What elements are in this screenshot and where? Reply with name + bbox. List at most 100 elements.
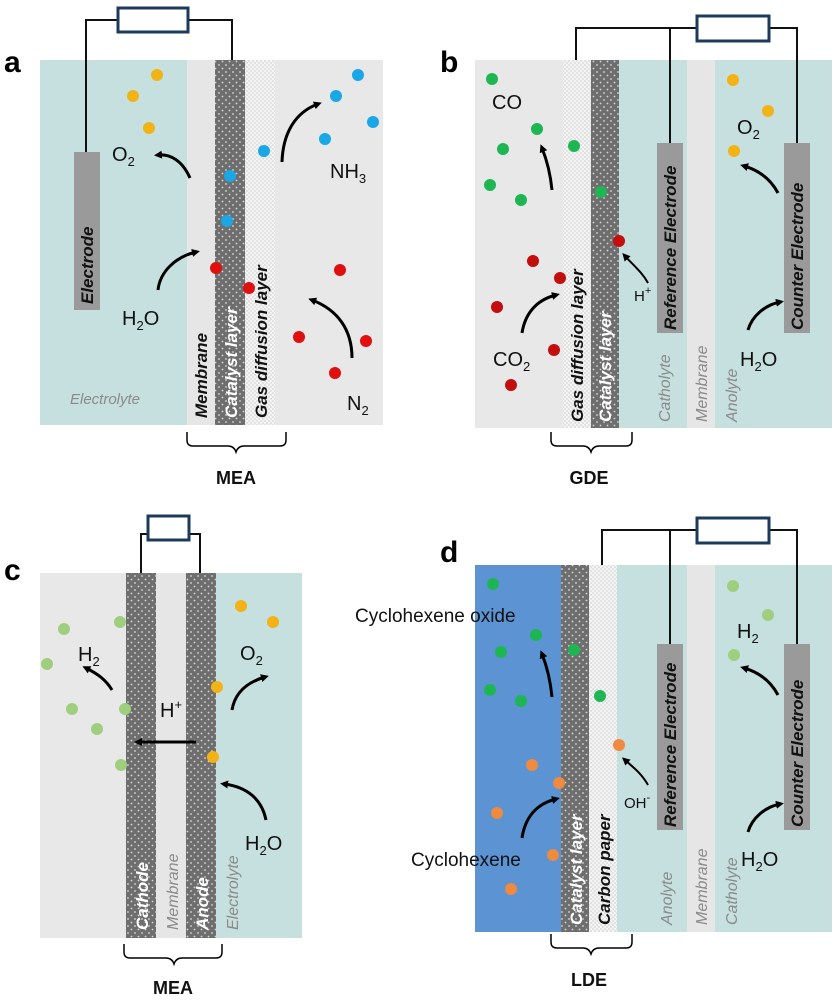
h2-molecule [66, 703, 78, 715]
co-molecule [497, 143, 509, 155]
h2-molecule [114, 616, 126, 628]
panel-d: d Reference Electrode Counter Electrode … [355, 516, 832, 990]
panel-d-cyclohexene-oxide-label: Cyclohexene oxide [355, 606, 516, 627]
panel-b-h2o-label: H2O [740, 349, 777, 374]
h2-molecule [728, 649, 740, 661]
panel-b-o2-label: O2 [737, 117, 760, 142]
panel-b-co2-label: CO2 [493, 349, 530, 374]
panel-a-membrane [187, 60, 215, 425]
panel-c-o2-label: O2 [240, 643, 263, 668]
panel-a-letter: a [4, 46, 21, 79]
h2-molecule [727, 580, 739, 592]
panel-a-nh3-label: NH3 [330, 161, 366, 186]
cyclohexene-molecule [526, 759, 538, 771]
panel-d-h2o-label: H2O [741, 849, 778, 874]
o2-molecule [728, 145, 740, 157]
panel-c-cathode [126, 573, 156, 938]
cyclohexene-oxide-molecule [515, 695, 527, 707]
arrow [154, 150, 192, 179]
cyclohexene-oxide-molecule [484, 684, 496, 696]
panel-d-catholyte-region [715, 565, 832, 932]
cyclohexene-molecule [491, 807, 503, 819]
nh3-molecule [224, 170, 236, 182]
arrow [280, 101, 322, 163]
arrow [520, 292, 560, 334]
panel-c-electrolyte-region [216, 573, 302, 938]
h2-molecule [115, 759, 127, 771]
h2-molecule [762, 609, 774, 621]
panel-b-membrane [687, 60, 715, 428]
arrow [746, 800, 784, 833]
panel-c-resistor [146, 514, 191, 542]
panel-d-membrane [687, 565, 715, 932]
panel-b-letter: b [440, 46, 458, 79]
panel-a-gdl-label: Gas diffusion layer [252, 264, 271, 418]
co-molecule [531, 123, 543, 135]
panel-c-membrane [156, 573, 186, 938]
arrow [621, 757, 649, 786]
co-molecule [484, 179, 496, 191]
co-molecule [515, 194, 527, 206]
panel-c-h2o-label: H2O [245, 833, 282, 858]
panel-b-reference-label: Reference Electrode [661, 166, 680, 330]
nh3-molecule [319, 133, 331, 145]
panel-a-bracket-label: MEA [216, 468, 256, 488]
nh3-molecule [221, 215, 233, 227]
panel-a-n2-label: N2 [347, 393, 369, 418]
o2-molecule [207, 751, 219, 763]
panel-b-wire [575, 27, 798, 143]
co2-molecule [505, 379, 517, 391]
panel-c-membrane-label: Membrane [165, 853, 182, 930]
co-molecule [486, 73, 498, 85]
panel-b-gas-diffusion-layer [563, 60, 591, 428]
arrow [622, 253, 649, 284]
panel-c-bracket [123, 944, 223, 967]
panel-d-membrane-label: Membrane [694, 848, 711, 925]
panel-a: a Electrode Electrolyte Membrane Catalys… [4, 6, 383, 488]
panel-d-wire [601, 529, 798, 644]
cyclohexene-oxide-molecule [568, 644, 580, 656]
o2-molecule [267, 616, 279, 628]
panel-c-electrolyte-label: Electrolyte [225, 855, 242, 930]
panel-b-bracket [550, 432, 633, 455]
panel-a-electrode-label: Electrode [78, 227, 97, 304]
nh3-molecule [258, 145, 270, 157]
cyclohexene-oxide-molecule [530, 629, 542, 641]
panel-a-gas-region [275, 60, 383, 425]
panel-d-liquid-region [475, 565, 561, 932]
o2-molecule [211, 681, 223, 693]
panel-b-resistor [695, 14, 771, 43]
panel-a-membrane-label: Membrane [192, 333, 211, 418]
panel-d-counter-label: Counter Electrode [788, 680, 807, 827]
panel-a-bracket [186, 432, 287, 455]
arrow [308, 297, 354, 359]
oh-ion [613, 739, 625, 751]
panel-c-wire [140, 533, 201, 573]
panel-b: b Reference Electrode Counter Electrode … [440, 14, 832, 488]
panel-c-h2-label: H2 [78, 644, 100, 669]
panel-c-gas-region [40, 573, 126, 938]
arrow [539, 650, 554, 698]
panel-d-bracket-label: LDE [571, 970, 607, 990]
panel-b-catholyte-label: Catholyte [657, 354, 674, 422]
cyclohexene-molecule [553, 777, 565, 789]
panel-d-carbon-label: Carbon paper [595, 813, 614, 925]
panel-b-co-label: CO [492, 92, 522, 114]
nh3-molecule [330, 90, 342, 102]
panel-d-oh-label: OH- [624, 792, 651, 812]
h2-molecule [41, 658, 53, 670]
co2-molecule [527, 255, 539, 267]
panel-b-reference-electrode [657, 143, 683, 333]
panel-b-membrane-label: Membrane [694, 345, 711, 422]
n2-molecule [360, 335, 372, 347]
cyclohexene-oxide-molecule [594, 690, 606, 702]
n2-molecule [293, 331, 305, 343]
panel-b-gas-region [475, 60, 563, 428]
panel-d-reference-label: Reference Electrode [661, 663, 680, 827]
panel-d-carbon-paper [589, 565, 617, 932]
panel-b-counter-electrode [784, 143, 810, 333]
panel-c-h-plus-label: H+ [160, 697, 182, 722]
n2-molecule [210, 262, 222, 274]
co2-molecule [548, 344, 560, 356]
panel-a-resistor [116, 6, 190, 34]
